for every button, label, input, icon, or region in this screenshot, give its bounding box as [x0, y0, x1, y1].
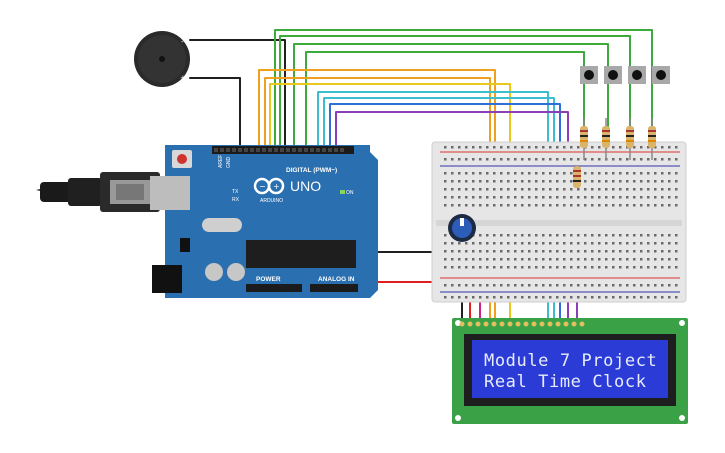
- resistor-3[interactable]: [626, 118, 634, 160]
- tx-label: TX: [232, 189, 239, 195]
- push-button-4[interactable]: [652, 66, 670, 84]
- gnd-label: GND: [226, 157, 232, 169]
- wire-green-1[interactable]: [274, 29, 653, 151]
- push-button-3[interactable]: [628, 66, 646, 84]
- wire-green-2[interactable]: [279, 35, 631, 149]
- reset-button[interactable]: [177, 154, 187, 164]
- wire-green-4[interactable]: [305, 51, 585, 149]
- board-brand: ARDUINO: [260, 198, 283, 204]
- push-buttons: [580, 66, 670, 84]
- arduino-board[interactable]: AREF GND DIGITAL (PWM~) − + UNO ARDUINO …: [150, 145, 378, 298]
- board-model: UNO: [290, 178, 321, 194]
- lcd-screen: [472, 340, 668, 398]
- lcd-module[interactable]: Module 7 Project Real Time Clock: [452, 318, 688, 424]
- wire-buzzer-minus[interactable]: [189, 39, 286, 149]
- on-led: [340, 190, 345, 194]
- resistors: [573, 118, 656, 188]
- potentiometer[interactable]: [448, 214, 476, 242]
- lcd-line-2: Real Time Clock: [484, 372, 647, 392]
- power-label: POWER: [256, 276, 281, 283]
- lcd-header-pins: [459, 321, 585, 327]
- wire-buzzer-plus[interactable]: [189, 77, 241, 149]
- breadboard-holes: [444, 146, 678, 299]
- buzzer-minus-label: -: [181, 38, 184, 46]
- push-button-2[interactable]: [604, 66, 622, 84]
- wire-green-3[interactable]: [293, 43, 609, 149]
- analog-label: ANALOG IN: [318, 276, 355, 283]
- lcd-line-1: Module 7 Project: [484, 351, 657, 371]
- digital-pins: [214, 148, 344, 152]
- on-label: ON: [346, 190, 354, 196]
- usb-cable: [36, 172, 160, 212]
- buzzer-plus-label: +: [180, 74, 186, 82]
- aref-label: AREF: [218, 155, 224, 168]
- svg-text:+: +: [273, 182, 280, 191]
- svg-text:−: −: [259, 182, 266, 191]
- resistor-2[interactable]: [602, 118, 610, 160]
- breadboard[interactable]: [431, 141, 687, 303]
- resistor-1[interactable]: [580, 118, 588, 160]
- digital-label: DIGITAL (PWM~): [286, 167, 337, 174]
- rx-label: RX: [232, 197, 240, 203]
- push-button-1[interactable]: [580, 66, 598, 84]
- resistor-5[interactable]: [573, 166, 581, 188]
- resistor-4[interactable]: [648, 118, 656, 160]
- buzzer[interactable]: - +: [134, 31, 190, 87]
- arduino-logo: − +: [253, 177, 285, 195]
- atmega-chip: [246, 240, 356, 268]
